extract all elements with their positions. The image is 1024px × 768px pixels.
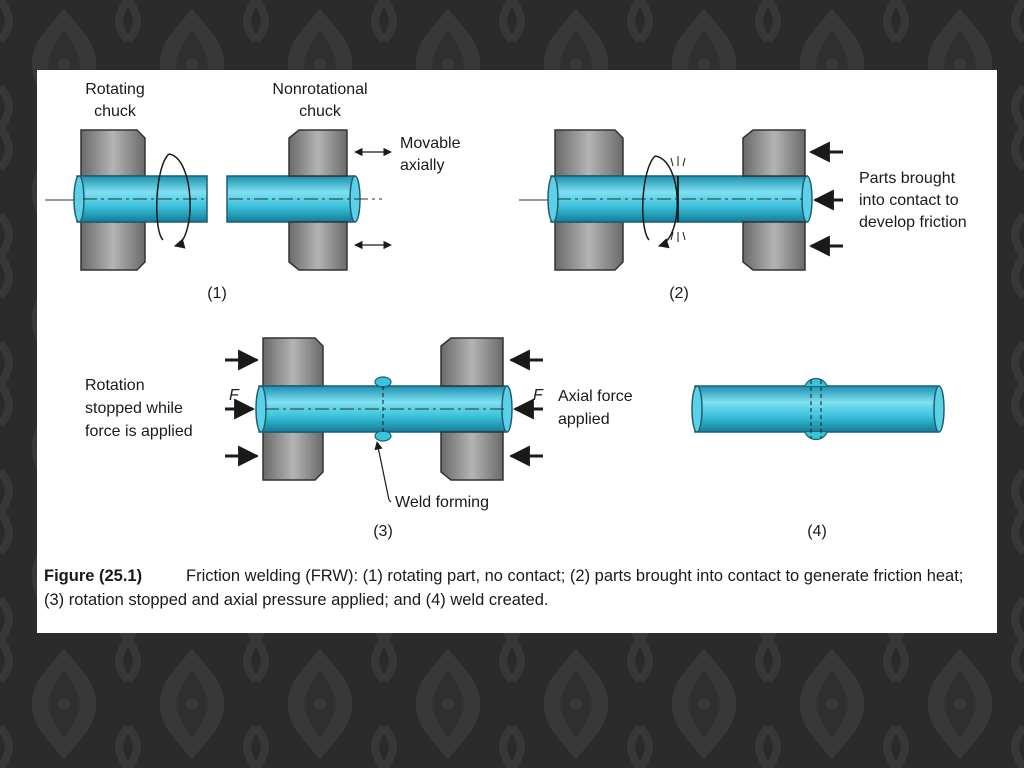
weld-flash [374,430,392,442]
stage-4: (4) [691,377,945,540]
rod-end [73,175,85,223]
nonrotational-chuck-bottom [288,221,348,271]
weld-forming-label: Weld forming [395,494,489,511]
rotating-chuck-bottom [262,431,324,481]
nonrotational-chuck-top [288,129,348,177]
weld-flash [374,376,392,388]
nonrotational-chuck-bottom [440,431,504,481]
rotating-chuck-top [554,129,624,177]
rotation-arrow-icon [168,153,191,249]
caption-text: Friction welding (FRW): (1) rotating par… [44,567,964,609]
welded-part [694,385,940,433]
rotating-chuck-top [262,337,324,387]
rotating-chuck-bottom [554,221,624,271]
figure-number: Figure (25.1) [44,567,143,585]
stage-1-number: (1) [207,285,227,302]
weld-bead [804,377,828,441]
weld-leader-line [374,441,390,501]
friction-spark-icon [670,156,686,242]
stage-3-number: (3) [373,523,393,540]
figure-caption: Figure (25.1) Friction welding (FRW): (1… [44,564,984,612]
nonrotational-chuck-top [742,129,806,177]
force-label-left: F [229,387,240,404]
stage-2-number: (2) [669,285,689,302]
force-label-right: F [533,387,544,404]
rotating-chuck-bottom [80,221,146,271]
nonrotational-chuck-bottom [742,221,806,271]
stage-4-number: (4) [807,523,827,540]
nonrotational-chuck-top [440,337,504,387]
rotation-arrow-icon [654,155,678,249]
rotating-chuck-top [80,129,146,177]
